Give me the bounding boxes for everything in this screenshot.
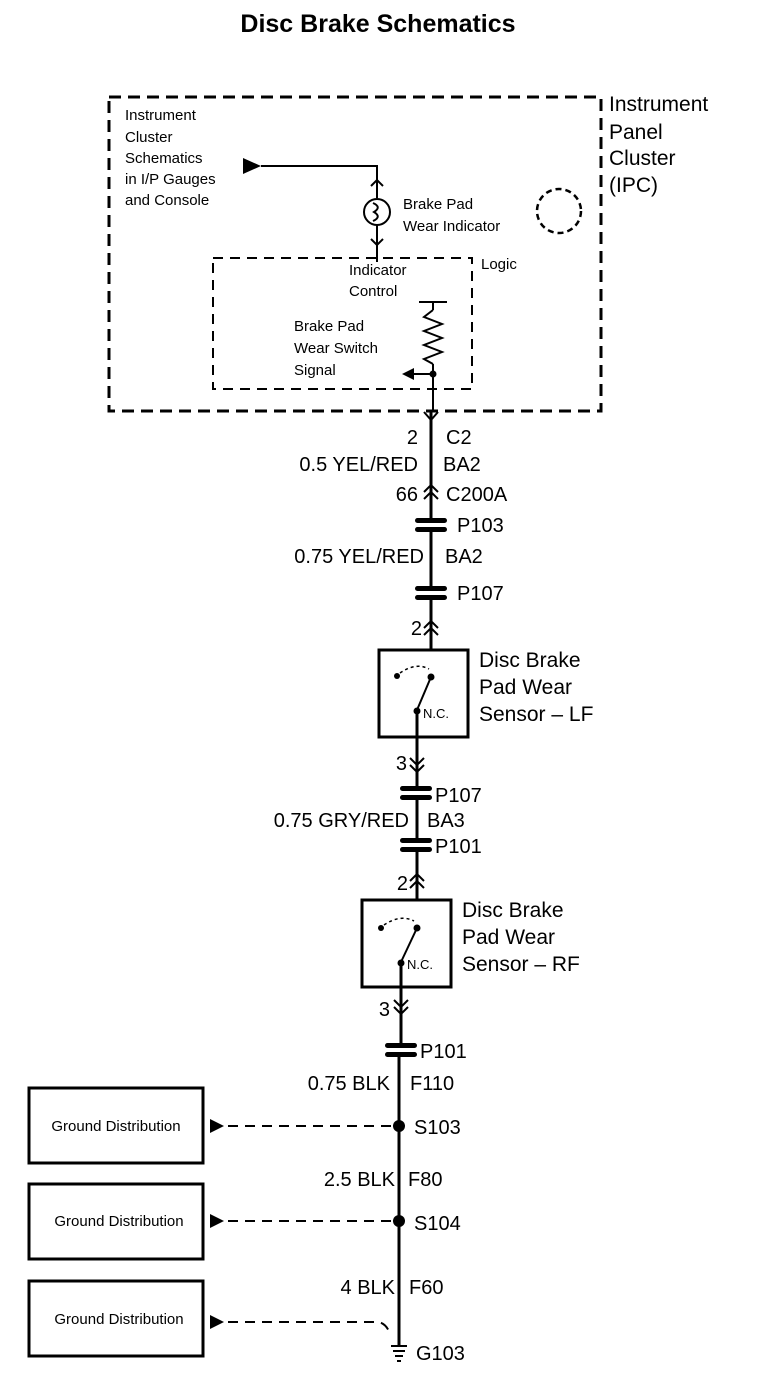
ipc-label-line-1: Instrument	[609, 93, 708, 116]
bulb-icon	[363, 198, 391, 226]
c200a-connector-icon	[423, 483, 439, 500]
p103-label: P103	[457, 515, 504, 537]
s103-label: S103	[414, 1117, 461, 1139]
ipc-ref-line-2: Cluster	[125, 129, 173, 146]
wire-2-label: 0.75 YEL/RED	[294, 546, 424, 568]
lf-nc-label: N.C.	[423, 706, 449, 721]
wire-3-label: 0.75 GRY/RED	[274, 810, 409, 832]
lf-out-connector-icon	[409, 757, 425, 774]
ground-distribution-label-3: Ground Distribution	[54, 1311, 183, 1328]
ground-distribution-label-1: Ground Distribution	[51, 1118, 180, 1135]
p107-top-connector-icon	[415, 586, 447, 600]
rf-out-pin: 3	[379, 999, 390, 1021]
indicator-label-line-2: Wear Indicator	[403, 218, 500, 235]
logic-boundary	[212, 257, 473, 390]
ipc-ref-line-1: Instrument	[125, 107, 197, 124]
rf-out-connector-icon	[393, 999, 409, 1016]
switch-signal-label-line-3: Signal	[294, 362, 336, 379]
s104-label: S104	[414, 1213, 461, 1235]
control-label-line-1: Indicator	[349, 262, 407, 279]
rf-label-line-3: Sensor – RF	[462, 953, 580, 976]
c2-label: C2	[446, 427, 472, 449]
ground-distribution-arrow-icon-3	[210, 1315, 224, 1329]
ipc-ref-line-5: and Console	[125, 192, 209, 209]
page-title: Disc Brake Schematics	[240, 10, 515, 38]
g103-label: G103	[416, 1343, 465, 1365]
wire-3-circuit: BA3	[427, 810, 465, 832]
ipc-label-line-2: Panel	[609, 121, 663, 144]
ground-distribution-wire-3	[228, 1321, 391, 1335]
ipc-boundary	[107, 95, 603, 413]
p101-bottom-connector-icon	[385, 1043, 417, 1057]
p101-top-label: P101	[435, 836, 482, 858]
wire-5-circuit: F80	[408, 1169, 442, 1191]
lf-in-connector-icon	[423, 619, 439, 636]
ipc-label-line-3: Cluster	[609, 147, 676, 170]
c2-connector-icon	[423, 411, 439, 422]
ipc-ref-line-3: Schematics	[125, 150, 203, 167]
wire-1-circuit: BA2	[443, 454, 481, 476]
wire-4-circuit: F110	[410, 1073, 454, 1095]
lf-label-line-1: Disc Brake	[479, 649, 581, 672]
rf-nc-label: N.C.	[407, 957, 433, 972]
rf-in-pin: 2	[397, 873, 408, 895]
ground-distribution-arrow-icon-1	[210, 1119, 224, 1133]
p103-connector-icon	[415, 518, 447, 532]
p101-top-connector-icon	[400, 838, 432, 852]
lf-out-pin: 3	[396, 753, 407, 775]
lf-label-line-3: Sensor – LF	[479, 703, 593, 726]
p107-bottom-connector-icon	[400, 786, 432, 800]
s103-splice	[393, 1120, 405, 1132]
p107-bottom-label: P107	[435, 785, 482, 807]
indicator-label-line-1: Brake Pad	[403, 196, 473, 213]
lf-label-line-2: Pad Wear	[479, 676, 572, 699]
c200a-pin: 66	[396, 484, 418, 506]
p107-top-label: P107	[457, 583, 504, 605]
ground-icon	[391, 1345, 407, 1362]
rf-label-line-2: Pad Wear	[462, 926, 555, 949]
c200a-label: C200A	[446, 484, 508, 506]
reference-arrow-icon	[243, 158, 261, 174]
signal-arrow-icon	[402, 368, 414, 380]
ipc-label-line-4: (IPC)	[609, 174, 658, 197]
resistor-icon	[421, 309, 445, 365]
ground-distribution-box-3	[27, 1279, 205, 1358]
ground-distribution-box-2	[27, 1182, 205, 1261]
reference-wire	[261, 165, 378, 182]
wire-1-label: 0.5 YEL/RED	[299, 454, 418, 476]
control-label-line-2: Control	[349, 283, 397, 300]
wire-6-label: 4 BLK	[341, 1277, 396, 1299]
rf-in-connector-icon	[409, 872, 425, 889]
rf-sensor-box	[360, 898, 453, 989]
ground-distribution-box-1	[27, 1086, 205, 1165]
wire-5-label: 2.5 BLK	[324, 1169, 396, 1191]
bulb-top-connector-icon	[370, 178, 384, 187]
p101-bottom-label: P101	[420, 1041, 467, 1063]
logic-label: Logic	[481, 256, 517, 273]
rf-label-line-1: Disc Brake	[462, 899, 564, 922]
wire-6-circuit: F60	[409, 1277, 443, 1299]
ground-distribution-label-2: Ground Distribution	[54, 1213, 183, 1230]
wire-2-circuit: BA2	[445, 546, 483, 568]
lamp-location-icon	[535, 187, 583, 235]
c2-pin: 2	[407, 427, 418, 449]
ipc-ref-line-4: in I/P Gauges	[125, 171, 216, 188]
s104-splice	[393, 1215, 405, 1227]
switch-signal-label-line-2: Wear Switch	[294, 340, 378, 357]
lf-in-pin: 2	[411, 618, 422, 640]
switch-signal-label-line-1: Brake Pad	[294, 318, 364, 335]
wire-4-label: 0.75 BLK	[308, 1073, 391, 1095]
ground-distribution-arrow-icon-2	[210, 1214, 224, 1228]
